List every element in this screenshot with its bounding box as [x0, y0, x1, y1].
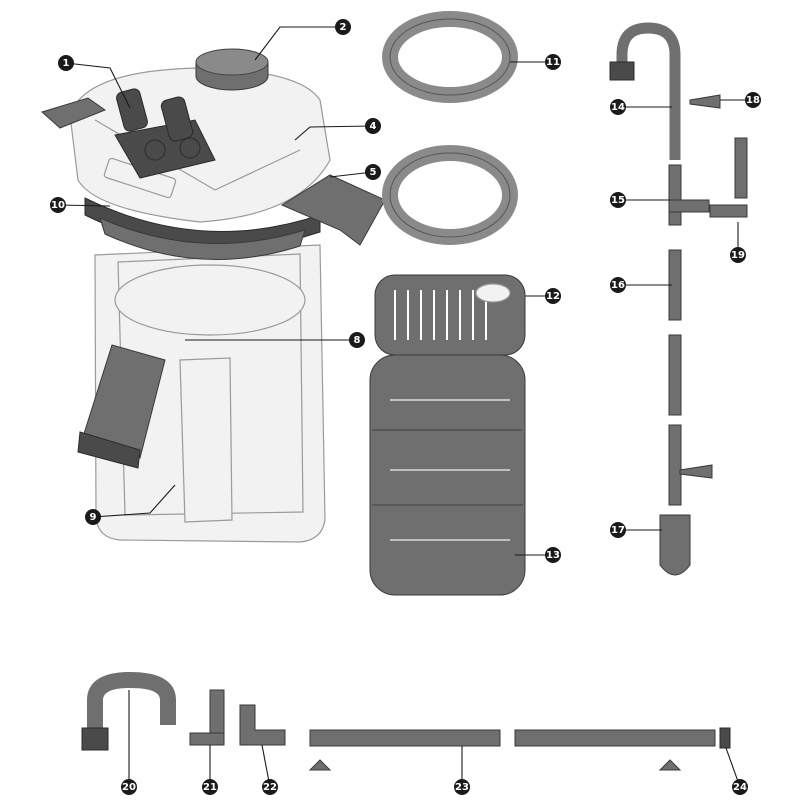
callout-number: 17 [611, 525, 625, 536]
callout-14: 14 [610, 99, 672, 115]
suction-cup-18 [689, 94, 721, 109]
callout-badge [58, 55, 74, 71]
callout-badge [121, 779, 137, 795]
callout-badge [202, 779, 218, 795]
callout-2: 2 [254, 19, 351, 61]
elbow-connector-19 [709, 137, 748, 218]
callout-16: 16 [610, 277, 672, 293]
callout-number: 15 [611, 195, 625, 206]
callout-number: 21 [203, 782, 217, 793]
t-connector-21 [189, 689, 225, 746]
callout-17: 17 [610, 522, 662, 538]
callout-badge [732, 779, 748, 795]
callout-number: 22 [263, 782, 277, 793]
latch-handle [77, 344, 166, 469]
callout-badge [730, 247, 746, 263]
callout-number: 1 [63, 58, 70, 69]
primer-button [195, 48, 269, 91]
callout-number: 23 [455, 782, 469, 793]
callout-20: 20 [121, 690, 137, 795]
callout-badge [610, 99, 626, 115]
callout-23: 23 [454, 746, 470, 795]
callout-18: 18 [720, 92, 761, 108]
callout-number: 24 [733, 782, 747, 793]
callout-19: 19 [730, 222, 746, 263]
callout-badge [365, 118, 381, 134]
callout-1: 1 [58, 55, 131, 109]
callout-number: 8 [354, 335, 361, 346]
callout-badge [610, 192, 626, 208]
sealing-gasket [84, 197, 321, 260]
callout-8: 8 [185, 332, 365, 348]
callout-leader-line [57, 204, 111, 207]
callout-number: 5 [370, 167, 377, 178]
clip-right [280, 174, 386, 246]
spray-bar-23 [308, 729, 501, 771]
callout-number: 20 [122, 782, 136, 793]
callout-badge [610, 522, 626, 538]
callout-number: 4 [370, 121, 377, 132]
hose-coil-upper [382, 11, 518, 103]
callout-number: 14 [611, 102, 625, 113]
callout-number: 19 [731, 250, 745, 261]
callout-badge [454, 779, 470, 795]
callout-number: 13 [546, 550, 560, 561]
callout-10: 10 [50, 197, 111, 213]
callout-4: 4 [294, 118, 381, 141]
callout-number: 12 [546, 291, 560, 302]
j-tube-20 [81, 671, 176, 751]
callout-badge [85, 509, 101, 525]
callout-badge [545, 54, 561, 70]
callout-leader-line [294, 125, 374, 141]
callout-badge [545, 547, 561, 563]
callout-24: 24 [725, 747, 748, 795]
callout-badge [349, 332, 365, 348]
callout-badge [365, 164, 381, 180]
callout-leader-line [65, 62, 131, 109]
callout-badge [745, 92, 761, 108]
callout-badge [610, 277, 626, 293]
hose-coil-lower [382, 145, 518, 245]
elbow-22 [239, 704, 286, 746]
callout-11: 11 [510, 54, 561, 70]
callout-badge [50, 197, 66, 213]
intake-pipe [609, 22, 710, 576]
callout-number: 11 [546, 57, 560, 68]
callout-number: 9 [90, 512, 97, 523]
callout-15: 15 [610, 192, 670, 208]
basket-lid [374, 274, 526, 356]
callout-badge [262, 779, 278, 795]
callout-badge [335, 19, 351, 35]
callout-leader-line [92, 484, 176, 518]
callout-9: 9 [85, 484, 176, 525]
callout-number: 2 [340, 22, 347, 33]
callout-5: 5 [329, 164, 381, 180]
callout-number: 18 [746, 95, 760, 106]
callout-number: 10 [51, 200, 65, 211]
spray-bar-24 [514, 727, 731, 771]
callout-12: 12 [525, 288, 561, 304]
callout-13: 13 [515, 547, 561, 563]
callout-number: 16 [611, 280, 625, 291]
suction-cup-lower [679, 464, 713, 479]
callout-22: 22 [261, 744, 278, 795]
callout-leader-line [254, 26, 343, 61]
callout-badge [545, 288, 561, 304]
valve-block [114, 88, 216, 179]
media-basket-stack [369, 354, 526, 596]
callout-21: 21 [202, 745, 218, 795]
clip-left [41, 97, 107, 129]
